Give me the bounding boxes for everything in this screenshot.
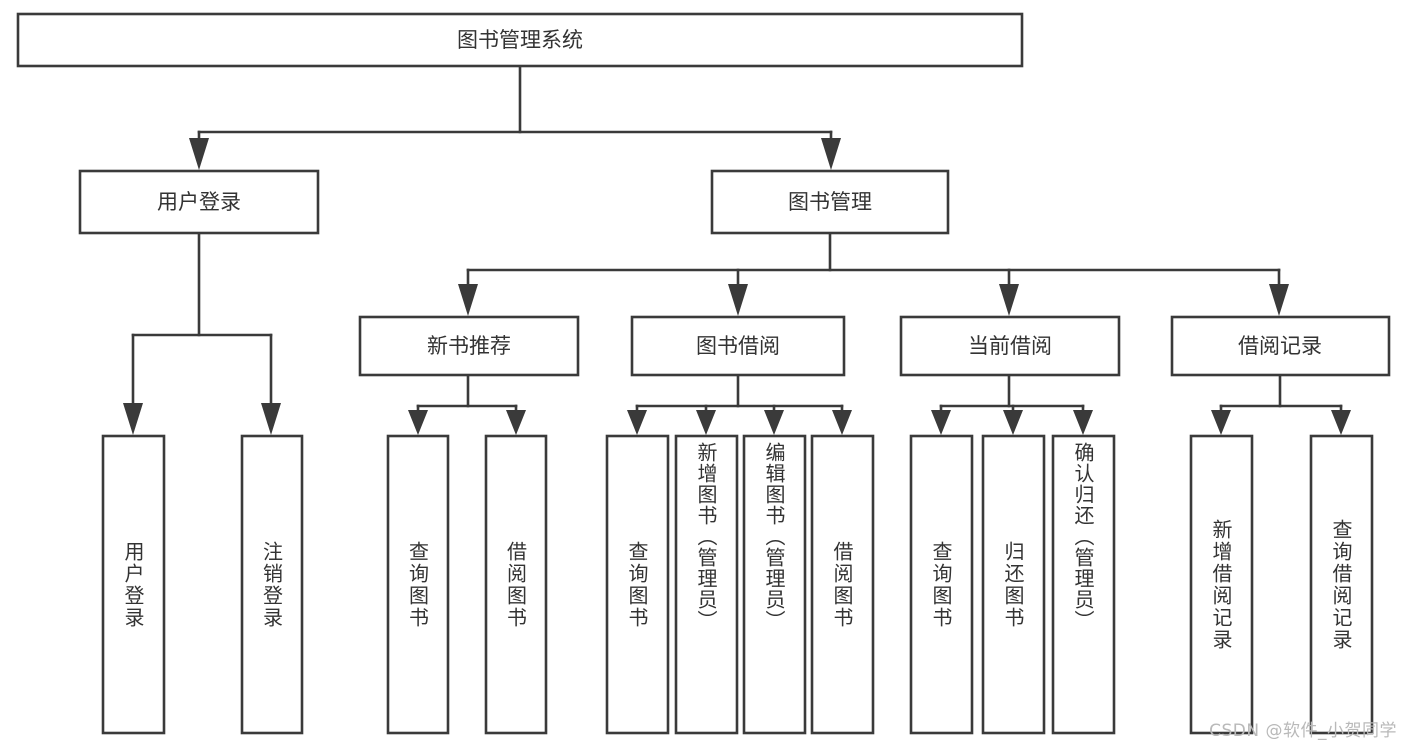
leaf-query-book-current-box[interactable] bbox=[909, 434, 974, 735]
arrow-head-leaf-borrow-book-recommend bbox=[506, 410, 526, 435]
leaf-confirm-return-box[interactable] bbox=[1051, 434, 1116, 735]
leaf-borrow-book-recommend-box[interactable] bbox=[484, 434, 548, 735]
node-book-borrow-box[interactable] bbox=[630, 315, 846, 377]
arrow-head-leaf-confirm-return bbox=[1073, 410, 1093, 435]
connector-layer bbox=[123, 64, 1351, 435]
node-current-borrow[interactable]: 当前借阅 bbox=[899, 315, 1121, 377]
leaf-user-logout-box[interactable] bbox=[240, 434, 304, 735]
leaf-add-book-box[interactable] bbox=[674, 434, 739, 735]
leaf-add-borrow-record-box[interactable] bbox=[1189, 434, 1254, 735]
arrow-head-leaf-query-book-recommend bbox=[408, 410, 428, 435]
node-root[interactable]: 图书管理系统 bbox=[16, 12, 1024, 68]
arrow-head-leaf-user-login bbox=[123, 403, 143, 435]
node-user-login[interactable]: 用户登录 bbox=[78, 169, 320, 235]
node-root-label: 图书管理系统 bbox=[457, 28, 583, 52]
leaf-edit-book-box[interactable] bbox=[742, 434, 807, 735]
node-book-borrow-label: 图书借阅 bbox=[696, 334, 780, 358]
leaf-query-borrow-record-box[interactable] bbox=[1309, 434, 1374, 735]
arrow-head-book-manage bbox=[821, 138, 841, 170]
node-book-manage[interactable]: 图书管理 bbox=[710, 169, 950, 235]
arrow-head-user-login bbox=[189, 138, 209, 170]
node-new-book-recommend-label: 新书推荐 bbox=[427, 334, 511, 358]
node-book-manage-label: 图书管理 bbox=[788, 190, 872, 214]
arrow-head-leaf-add-borrow-record bbox=[1211, 410, 1231, 435]
arrow-head-leaf-user-logout bbox=[261, 403, 281, 435]
node-borrow-record[interactable]: 借阅记录 bbox=[1170, 315, 1391, 377]
leaf-return-book-box[interactable] bbox=[981, 434, 1046, 735]
arrow-head-leaf-query-book-borrow bbox=[627, 410, 647, 435]
arrow-head-leaf-add-book bbox=[696, 410, 716, 435]
node-book-borrow[interactable]: 图书借阅 bbox=[630, 315, 846, 377]
node-current-borrow-label: 当前借阅 bbox=[968, 334, 1052, 358]
node-book-manage-box[interactable] bbox=[710, 169, 950, 235]
csdn-watermark: CSDN @软件_小贺同学 bbox=[1209, 721, 1397, 741]
arrow-head-new-book-recommend bbox=[458, 284, 478, 316]
arrow-head-leaf-query-book-current bbox=[931, 410, 951, 435]
leaf-query-book-recommend-box[interactable] bbox=[386, 434, 450, 735]
node-new-book-recommend-box[interactable] bbox=[358, 315, 580, 377]
leaf-borrow-book-box[interactable] bbox=[810, 434, 875, 735]
node-new-book-recommend[interactable]: 新书推荐 bbox=[358, 315, 580, 377]
arrow-head-leaf-query-borrow-record bbox=[1331, 410, 1351, 435]
arrow-head-leaf-edit-book bbox=[764, 410, 784, 435]
leaf-user-login-box[interactable] bbox=[101, 434, 166, 735]
node-current-borrow-box[interactable] bbox=[899, 315, 1121, 377]
leaf-box-layer bbox=[101, 434, 1374, 735]
arrow-head-book-borrow bbox=[728, 284, 748, 316]
node-borrow-record-label: 借阅记录 bbox=[1238, 334, 1322, 358]
leaf-query-book-borrow-box[interactable] bbox=[605, 434, 670, 735]
node-root-box[interactable] bbox=[16, 12, 1024, 68]
node-user-login-box[interactable] bbox=[78, 169, 320, 235]
arrow-head-borrow-record bbox=[1269, 284, 1289, 316]
arrow-head-leaf-return-book bbox=[1003, 410, 1023, 435]
node-borrow-record-box[interactable] bbox=[1170, 315, 1391, 377]
node-user-login-label: 用户登录 bbox=[157, 190, 241, 214]
arrow-head-current-borrow bbox=[999, 284, 1019, 316]
arrow-head-leaf-borrow-book bbox=[832, 410, 852, 435]
